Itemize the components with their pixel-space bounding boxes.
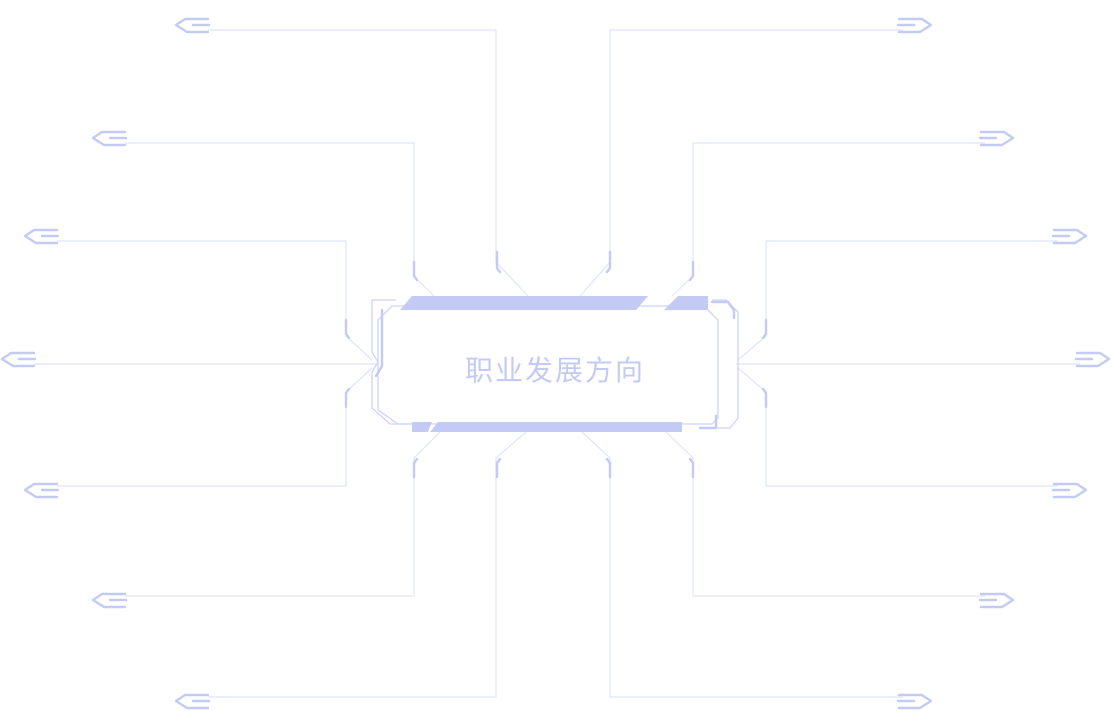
hook-icon — [688, 260, 695, 282]
hook-icon — [412, 457, 419, 479]
bracket-arrow-icon — [896, 693, 933, 710]
bracket-arrow-icon — [1051, 482, 1088, 499]
branch-right-7 — [581, 431, 933, 710]
hook-icon — [412, 260, 419, 282]
branch-right-3 — [737, 228, 1088, 361]
hook-icon — [688, 457, 695, 479]
branch-right-5 — [737, 367, 1088, 499]
hook-icon — [761, 318, 768, 340]
left-branches — [0, 17, 529, 710]
branch-right-1 — [579, 17, 933, 297]
branch-left-7 — [174, 431, 527, 710]
branch-left-5 — [23, 367, 373, 499]
bracket-arrow-icon — [23, 228, 60, 245]
branch-left-6 — [91, 431, 441, 609]
hook-icon — [605, 457, 612, 479]
bracket-arrow-icon — [1051, 228, 1088, 245]
bracket-arrow-icon — [1074, 351, 1111, 368]
branch-right-6 — [665, 431, 1015, 609]
hook-icon — [344, 318, 351, 340]
hook-icon — [605, 250, 612, 274]
bracket-arrow-icon — [0, 351, 37, 368]
bracket-arrow-icon — [91, 592, 128, 609]
branch-left-1 — [174, 17, 529, 297]
hook-icon — [344, 387, 351, 409]
center-node-title: 职业发展方向 — [464, 354, 645, 387]
hook-icon — [761, 387, 768, 409]
bracket-arrow-icon — [978, 130, 1015, 147]
branch-left-2 — [91, 130, 435, 297]
bracket-arrow-icon — [174, 693, 211, 710]
branch-right-2 — [671, 130, 1015, 297]
branch-left-3 — [23, 228, 373, 361]
bracket-arrow-icon — [174, 17, 211, 34]
bracket-arrow-icon — [91, 130, 128, 147]
branch-left-4 — [0, 351, 376, 368]
hook-icon — [495, 250, 502, 274]
bracket-arrow-icon — [23, 482, 60, 499]
hook-icon — [495, 457, 502, 479]
branch-right-4 — [736, 351, 1111, 368]
right-branches — [579, 17, 1111, 710]
center-node-frame — [371, 296, 739, 432]
bracket-arrow-icon — [978, 592, 1015, 609]
bracket-arrow-icon — [896, 17, 933, 34]
